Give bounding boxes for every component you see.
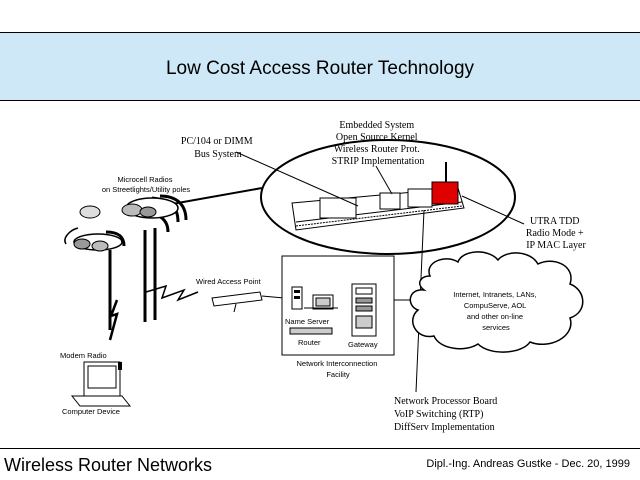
title-band: Low Cost Access Router Technology [0,32,640,101]
label-pc104: PC/104 or DIMM Bus System [181,136,255,160]
label-gateway: Gateway [348,340,378,349]
router-device [289,327,333,335]
zoom-ellipse [260,139,516,255]
router-board [291,162,465,231]
footer-divider [0,448,640,449]
label-facility: Network Interconnection Facility [297,359,380,379]
footer-author: Dipl.-Ing. Andreas Gustke - Dec. 20, 199… [426,458,630,470]
gateway-device [351,283,377,337]
footer-title: Wireless Router Networks [4,455,213,475]
computer-device [70,361,132,407]
internet-cloud [409,251,584,353]
label-modem-radio: Modem Radio [60,351,107,360]
label-cloud: Internet, Intranets, LANs, CompuServe, A… [453,290,538,332]
wired-access-point [211,291,285,313]
label-name-server: Name Server [285,317,330,326]
radio-module [431,181,459,205]
label-wired-ap: Wired Access Point [196,277,262,286]
label-utra: UTRA TDD Radio Mode + IP MAC Layer [526,216,587,251]
microcell-poles [64,194,188,330]
label-embedded-system: Embedded System Open Source Kernel Wirel… [332,120,425,167]
wireless-link-bolt-1 [108,299,119,341]
slide-title: Low Cost Access Router Technology [165,58,475,79]
label-router: Router [298,338,321,347]
wireless-link-bolt-2 [145,284,199,302]
label-microcell: Microcell Radios on Streetlights/Utility… [102,175,191,194]
label-network-processor: Network Processor Board VoIP Switching (… [394,396,500,433]
name-server-device [291,286,338,310]
label-computer-device: Computer Device [62,407,120,416]
